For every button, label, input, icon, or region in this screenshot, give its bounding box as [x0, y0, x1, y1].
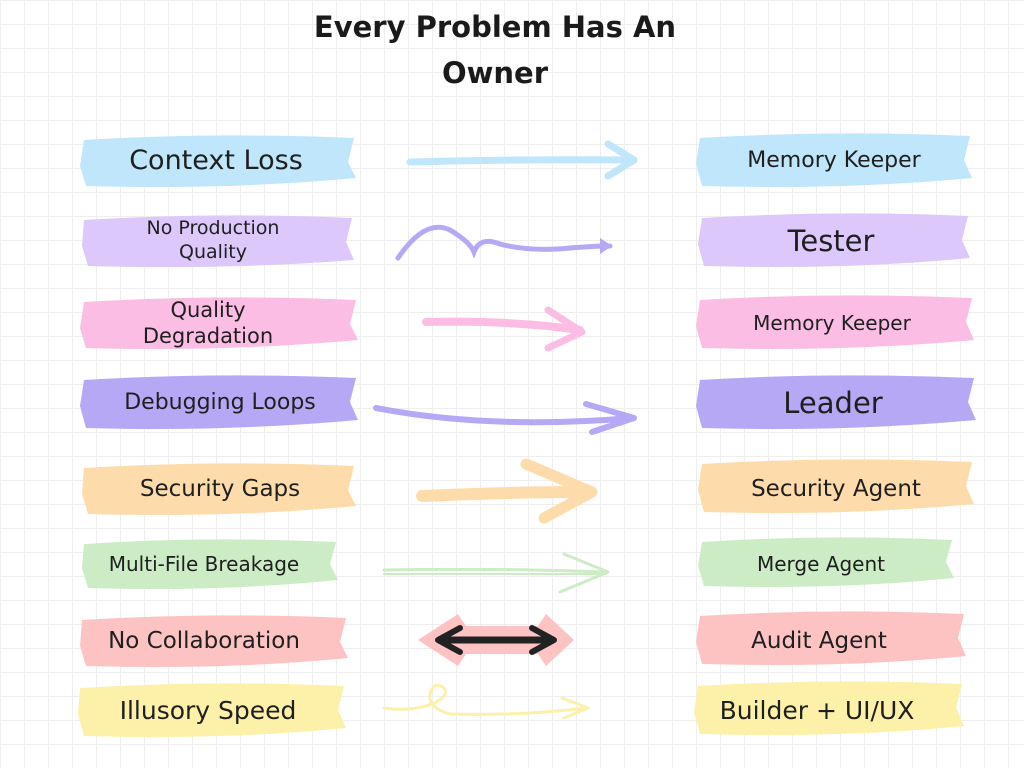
arrow-icon: [370, 608, 650, 674]
problem-label: Security Gaps: [139, 475, 301, 502]
problem-highlight: [78, 456, 358, 522]
owner-highlight: [696, 208, 974, 274]
mapping-row: Debugging Loops Leader: [0, 370, 1024, 436]
arrow-icon: [370, 370, 650, 440]
mapping-row: Quality Degradation Memory Keeper: [0, 290, 1024, 356]
problem-highlight: [78, 534, 342, 594]
arrow-icon: [370, 208, 650, 274]
problem-label: No Production Quality: [146, 217, 280, 263]
mapping-row: Security Gaps Security Agent: [0, 456, 1024, 524]
problem-label: Context Loss: [129, 145, 303, 177]
owner-highlight: [694, 290, 976, 356]
mapping-row: Context Loss Memory Keeper: [0, 128, 1024, 194]
owner-highlight: [694, 370, 978, 436]
problem-highlight: [78, 208, 358, 274]
owner-label: Memory Keeper: [747, 148, 921, 174]
mapping-row: No Collaboration Audit Agent: [0, 608, 1024, 674]
problem-label: Multi-File Breakage: [108, 551, 300, 576]
problem-highlight: [76, 370, 362, 436]
arrow-icon: [370, 290, 650, 356]
mapping-row: No Production Quality Tester: [0, 208, 1024, 274]
problem-label: Debugging Loops: [124, 390, 316, 416]
owner-label: Memory Keeper: [753, 310, 911, 335]
problem-label: Quality Degradation: [142, 297, 274, 348]
page-title: Every Problem Has An Owner: [313, 10, 677, 90]
owner-highlight: [694, 608, 968, 674]
owner-label: Security Agent: [751, 475, 921, 502]
owner-label: Tester: [787, 223, 875, 258]
arrow-icon: [370, 678, 650, 744]
problem-label: Illusory Speed: [119, 696, 297, 726]
owner-highlight: [696, 456, 976, 522]
owner-label: Audit Agent: [751, 627, 887, 654]
problem-highlight: [76, 128, 360, 194]
owner-label: Merge Agent: [757, 551, 885, 576]
arrow-icon: [370, 128, 650, 194]
owner-highlight: [694, 128, 974, 194]
problem-highlight: [74, 678, 350, 744]
owner-highlight: [692, 678, 966, 744]
owner-highlight: [696, 534, 958, 594]
problem-highlight: [76, 290, 360, 356]
owner-label: Builder + UI/UX: [719, 696, 915, 726]
problem-highlight: [76, 608, 352, 674]
mapping-row: Illusory Speed Builder + UI/UX: [0, 678, 1024, 744]
owner-label: Leader: [783, 385, 883, 420]
mapping-row: Multi-File Breakage Merge Agent: [0, 534, 1024, 594]
problem-label: No Collaboration: [108, 627, 300, 654]
arrow-icon: [370, 456, 650, 526]
arrow-icon: [370, 534, 650, 600]
